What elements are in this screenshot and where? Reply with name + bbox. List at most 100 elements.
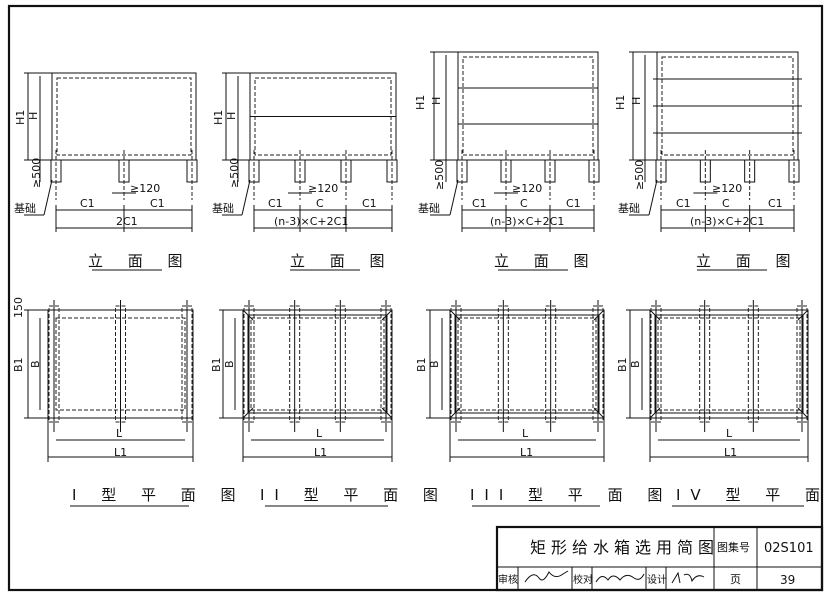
dim-b: B — [629, 360, 642, 368]
dim-h1: H1 — [212, 110, 225, 125]
support-beam — [334, 305, 346, 423]
corner-brace — [649, 407, 661, 419]
dim-500: ≥500 — [633, 160, 646, 190]
support-beam — [747, 305, 759, 423]
dim-h: H — [225, 112, 238, 120]
dim-h1: H1 — [414, 95, 427, 110]
dim-c1: C1 — [566, 197, 581, 210]
base-label: 基础 — [418, 202, 440, 215]
support-beam — [450, 305, 462, 423]
dim-c1: C1 — [472, 197, 487, 210]
review-signature — [524, 570, 569, 583]
dim-h1: H1 — [14, 110, 27, 125]
corner-brace — [242, 309, 254, 321]
support-beam — [243, 305, 255, 423]
corner-brace — [797, 407, 809, 419]
support-beam — [699, 305, 711, 423]
check-signature — [595, 573, 645, 583]
dim-l: L — [116, 427, 123, 440]
elevation-4: H1 H ≥500 ≥120 基础 C1 C C1 (n-3)×C+2C1 立 … — [614, 95, 801, 270]
drawing-shapes — [24, 51, 809, 507]
plan-1: 150 B1 B L L1 I 型 平 面 图 — [12, 297, 246, 504]
plan-base-outline — [649, 309, 809, 419]
page-number: 39 — [780, 573, 795, 587]
base-label: 基础 — [618, 202, 640, 215]
dim-c1: C1 — [768, 197, 783, 210]
dim-total: (n-3)×C+2C1 — [490, 215, 564, 228]
corner-brace — [797, 309, 809, 321]
corner-brace — [381, 407, 393, 419]
dim-b1: B1 — [616, 357, 629, 372]
atlas-label: 图集号 — [717, 540, 750, 554]
corner-brace — [593, 407, 605, 419]
dim-h: H — [630, 97, 643, 105]
caption-elevation: 立 面 图 — [88, 252, 193, 270]
dim-b: B — [223, 360, 236, 368]
dim-h1: H1 — [614, 95, 627, 110]
dim-h: H — [27, 112, 40, 120]
corner-brace — [449, 407, 461, 419]
plan-frame — [247, 314, 388, 414]
design-signature — [671, 571, 705, 584]
dim-l1: L1 — [114, 446, 127, 459]
dim-total: 2C1 — [116, 215, 138, 228]
support-beam — [48, 305, 60, 423]
dim-c1: C1 — [150, 197, 165, 210]
support-beam — [115, 305, 126, 423]
dim-h: H — [430, 97, 443, 105]
dim-120: ≥120 — [712, 182, 742, 195]
dim-500: ≥500 — [433, 160, 446, 190]
dim-b: B — [29, 360, 42, 368]
elevation-3: H1 H ≥500 ≥120 基础 C1 C C1 (n-3)×C+2C1 立 … — [414, 95, 599, 270]
caption-plan: I 型 平 面 图 — [72, 486, 246, 504]
support-beam — [380, 305, 392, 423]
dim-l1: L1 — [314, 446, 327, 459]
dim-l: L — [522, 427, 529, 440]
tank-inner-dashed — [56, 77, 192, 156]
dim-150: 150 — [12, 297, 25, 318]
dim-b1: B1 — [210, 357, 223, 372]
dim-c: C — [520, 197, 528, 210]
plan-frame — [654, 314, 804, 414]
check-label: 校对 — [573, 573, 593, 586]
tank-plan-dashed — [250, 317, 385, 411]
base-label: 基础 — [212, 202, 234, 215]
atlas-number: 02S101 — [764, 541, 814, 556]
caption-elevation: 立 面 图 — [494, 252, 599, 270]
tank-outline — [51, 72, 197, 161]
base-leader — [449, 179, 459, 216]
base-leader — [241, 179, 251, 216]
support-beam — [497, 305, 509, 423]
dim-l: L — [316, 427, 323, 440]
design-label: 设计 — [647, 573, 667, 586]
base-leader — [43, 179, 53, 216]
support-beam — [545, 305, 557, 423]
title-block: 矩形给水箱选用简图 图集号 02S101 审核 校对 设计 页 39 — [495, 525, 824, 592]
plan-base-outline — [242, 309, 393, 419]
base-label: 基础 — [14, 202, 36, 215]
dim-c1: C1 — [80, 197, 95, 210]
dim-c1: C1 — [362, 197, 377, 210]
caption-plan: IV 型 平 面 图 — [676, 486, 827, 504]
plan-3: B1 B L L1 III 型 平 面 图 — [415, 357, 662, 504]
dim-c1: C1 — [268, 197, 283, 210]
corner-brace — [649, 309, 661, 321]
dim-b1: B1 — [415, 357, 428, 372]
plan-2: B1 B L L1 II 型 平 面 图 — [210, 357, 438, 504]
dim-c: C — [316, 197, 324, 210]
corner-brace — [381, 309, 393, 321]
drawing-title: 矩形给水箱选用简图 — [530, 538, 719, 557]
support-beam — [592, 305, 604, 423]
dim-l1: L1 — [520, 446, 533, 459]
caption-elevation: 立 面 图 — [696, 252, 801, 270]
dim-120: ≥120 — [308, 182, 338, 195]
review-label: 审核 — [498, 573, 518, 586]
tank-inner-dashed — [462, 56, 594, 156]
caption-elevation: 立 面 图 — [290, 252, 395, 270]
dim-120: ≥120 — [512, 182, 542, 195]
sheet-border — [7, 4, 824, 592]
corner-brace — [593, 309, 605, 321]
plan-frame — [454, 314, 600, 414]
support-beam — [181, 305, 193, 423]
